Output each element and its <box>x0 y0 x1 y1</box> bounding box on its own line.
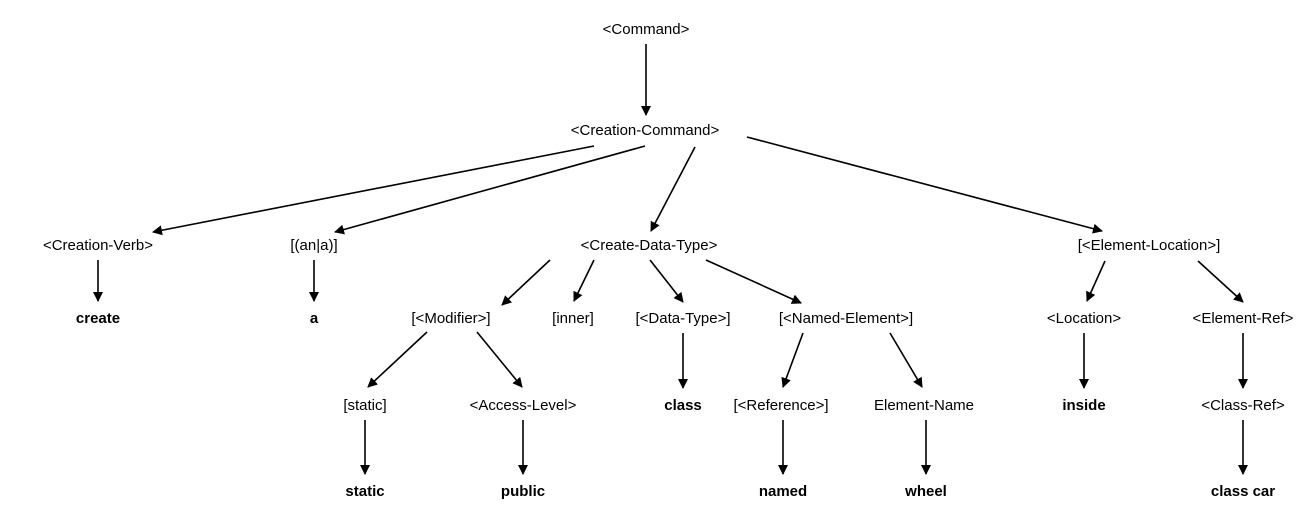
node-class: class <box>664 397 702 414</box>
node-reference: [<Reference>] <box>733 397 829 414</box>
node-creation-verb: <Creation-Verb> <box>42 237 154 254</box>
node-command: <Command> <box>602 21 690 38</box>
edge-create-data-type-to-data-type <box>649 259 684 303</box>
node-a: a <box>309 310 319 327</box>
node-wheel: wheel <box>905 483 947 500</box>
node-element-name: Element-Name <box>873 397 975 414</box>
edge-modifier-to-access-level <box>476 331 523 388</box>
node-public: public <box>500 483 546 500</box>
edge-create-data-type-to-modifier <box>501 259 551 306</box>
node-create: create <box>75 310 121 327</box>
node-inside: inside <box>1062 397 1106 414</box>
node-creation-command: <Creation-Command> <box>570 122 720 139</box>
edge-creation-command-to-an-a <box>334 145 646 235</box>
node-class-ref: <Class-Ref> <box>1201 397 1285 414</box>
edge-create-data-type-to-named-element <box>705 259 802 304</box>
node-class-car: class car <box>1210 483 1276 500</box>
node-create-data-type: <Create-Data-Type> <box>580 237 718 254</box>
node-element-location: [<Element-Location>] <box>1077 237 1221 254</box>
edge-element-location-to-element-ref <box>1197 260 1244 303</box>
node-data-type: [<Data-Type>] <box>635 310 731 327</box>
edge-named-element-to-element-name <box>889 332 923 388</box>
node-access-level: <Access-Level> <box>469 397 577 414</box>
edge-creation-command-to-creation-verb <box>152 145 595 236</box>
node-modifier: [<Modifier>] <box>411 310 491 327</box>
edge-creation-command-to-element-location <box>746 136 1103 234</box>
edge-element-location-to-location <box>1086 260 1106 302</box>
node-static: static <box>345 483 385 500</box>
node-an-a: [(an|a)] <box>290 237 338 254</box>
edge-named-element-to-reference <box>781 332 804 388</box>
edge-create-data-type-to-inner <box>573 259 595 302</box>
node-named-element: [<Named-Element>] <box>778 310 914 327</box>
node-location: <Location> <box>1046 310 1122 327</box>
node-inner: [inner] <box>552 310 594 327</box>
node-element-ref: <Element-Ref> <box>1192 310 1294 327</box>
node-named: named <box>758 483 808 500</box>
edge-modifier-to-static-opt <box>367 331 428 388</box>
edge-creation-command-to-create-data-type <box>650 146 696 232</box>
node-static-optional: [static] <box>343 397 387 414</box>
